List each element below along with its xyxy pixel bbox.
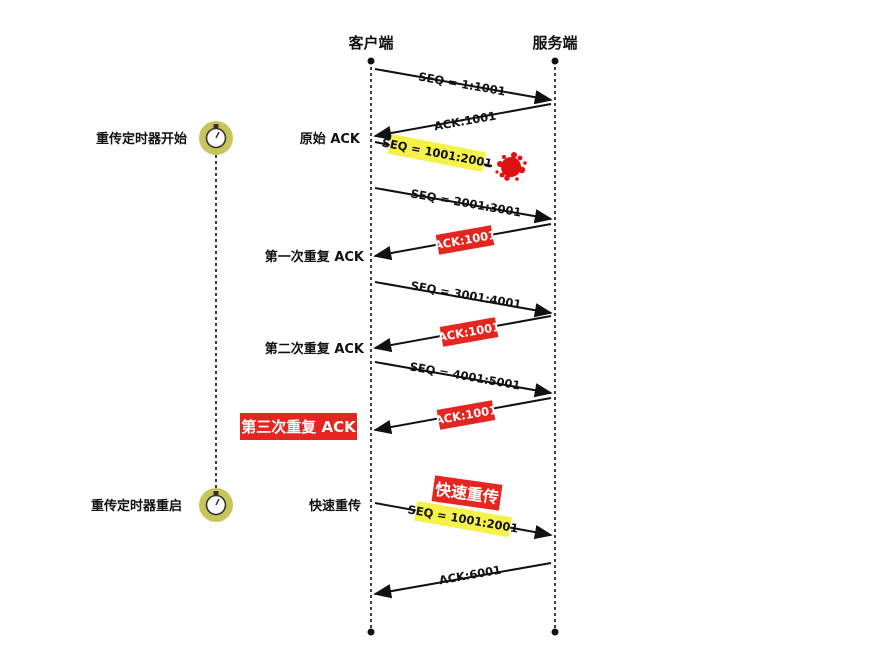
first-dup-ack-label: 第一次重复 ACK [265,249,365,265]
third-dup-ack-badge: 第三次重复 ACK [240,413,357,440]
msg-ack-6001: ACK:6001 [438,563,502,588]
third-dup-ack-label: 第三次重复 ACK [241,418,357,436]
msg-seq-1-1001: SEQ = 1:1001 [417,69,506,98]
server-header: 服务端 [532,34,577,52]
arrow-seq-2001-3001 [374,187,553,224]
msg-seq-2001-3001: SEQ = 2001:3001 [410,186,523,219]
msg-ack-1001-original: ACK:1001 [433,109,497,134]
client-header: 客户端 [347,34,393,52]
fast-retransmit-label: 快速重传 [309,498,361,514]
svg-text:SEQ = 1:1001: SEQ = 1:1001 [417,69,506,98]
msg-seq-1001-2001-lost: SEQ = 1001:2001 [381,134,493,172]
svg-text:SEQ = 1001:2001: SEQ = 1001:2001 [407,502,520,535]
svg-text:SEQ = 3001:4001: SEQ = 3001:4001 [410,278,523,311]
msg-seq-4001-5001: SEQ = 4001:5001 [409,359,522,392]
stopwatch-icon [199,488,233,522]
msg-ack-1001-dup-2: ACK:1001 [437,317,501,347]
timer-start-label: 重传定时器开始 [96,131,187,147]
arrow-seq-4001-5001 [374,361,553,398]
arrow-ack-6001 [373,562,552,599]
svg-text:ACK:6001: ACK:6001 [438,563,502,588]
packet-lost-burst-icon [495,152,527,181]
msg-fast-retransmit-tag: 快速重传 [431,475,503,511]
arrow-seq-1-1001 [374,68,553,105]
svg-text:SEQ = 4001:5001: SEQ = 4001:5001 [409,359,522,392]
msg-ack-1001-dup-1: ACK:1001 [433,225,497,255]
arrow-seq-3001-4001 [374,281,553,318]
server-lifeline [551,57,559,636]
svg-text:ACK:1001: ACK:1001 [433,109,497,134]
stopwatch-icon [199,121,233,155]
timer-restart-label: 重传定时器重启 [91,498,182,514]
svg-text:SEQ = 2001:3001: SEQ = 2001:3001 [410,186,523,219]
msg-seq-3001-4001: SEQ = 3001:4001 [410,278,523,311]
msg-ack-1001-dup-3: ACK:1001 [434,400,498,430]
second-dup-ack-label: 第二次重复 ACK [265,341,365,357]
client-lifeline [367,57,375,636]
original-ack-label: 原始 ACK [300,131,361,147]
arrow-ack-1001-original [373,103,552,141]
